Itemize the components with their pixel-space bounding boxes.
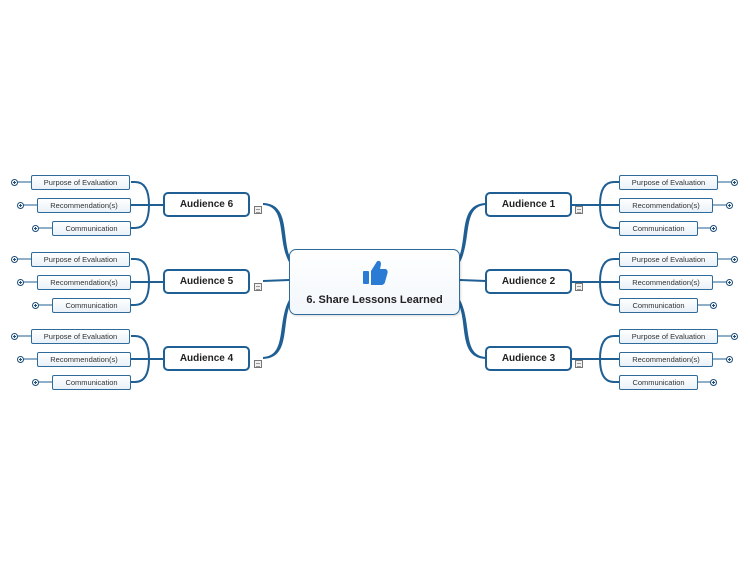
audience-5-recommendations-topic[interactable]: Recommendation(s) [37,275,131,290]
expand-handle-icon[interactable] [32,225,39,232]
expand-handle-icon[interactable] [17,202,24,209]
audience-2-communication-topic[interactable]: Communication [619,298,698,313]
expand-handle-icon[interactable] [726,279,733,286]
audience-2-recommendations-topic[interactable]: Recommendation(s) [619,275,713,290]
audience-4-purpose-topic[interactable]: Purpose of Evaluation [31,329,130,344]
audience-5-communication-topic[interactable]: Communication [52,298,131,313]
audience-2-topic[interactable]: Audience 2 [485,269,572,294]
note-icon[interactable] [575,206,583,214]
expand-handle-icon[interactable] [11,256,18,263]
note-icon[interactable] [254,206,262,214]
audience-3-purpose-topic[interactable]: Purpose of Evaluation [619,329,718,344]
central-topic-title: 6. Share Lessons Learned [306,294,443,306]
audience-2-purpose-topic[interactable]: Purpose of Evaluation [619,252,718,267]
audience-6-recommendations-topic[interactable]: Recommendation(s) [37,198,131,213]
central-topic[interactable]: 6. Share Lessons Learned [289,249,460,315]
expand-handle-icon[interactable] [726,202,733,209]
expand-handle-icon[interactable] [17,279,24,286]
audience-4-recommendations-topic[interactable]: Recommendation(s) [37,352,131,367]
note-icon[interactable] [575,283,583,291]
expand-handle-icon[interactable] [710,302,717,309]
expand-handle-icon[interactable] [17,356,24,363]
audience-1-topic[interactable]: Audience 1 [485,192,572,217]
audience-3-communication-topic[interactable]: Communication [619,375,698,390]
expand-handle-icon[interactable] [710,379,717,386]
audience-4-topic[interactable]: Audience 4 [163,346,250,371]
audience-1-purpose-topic[interactable]: Purpose of Evaluation [619,175,718,190]
audience-3-recommendations-topic[interactable]: Recommendation(s) [619,352,713,367]
expand-handle-icon[interactable] [32,379,39,386]
audience-6-communication-topic[interactable]: Communication [52,221,131,236]
expand-handle-icon[interactable] [731,256,738,263]
expand-handle-icon[interactable] [710,225,717,232]
audience-3-topic[interactable]: Audience 3 [485,346,572,371]
audience-6-purpose-topic[interactable]: Purpose of Evaluation [31,175,130,190]
audience-1-recommendations-topic[interactable]: Recommendation(s) [619,198,713,213]
expand-handle-icon[interactable] [11,333,18,340]
audience-4-communication-topic[interactable]: Communication [52,375,131,390]
note-icon[interactable] [254,283,262,291]
expand-handle-icon[interactable] [731,179,738,186]
note-icon[interactable] [254,360,262,368]
expand-handle-icon[interactable] [726,356,733,363]
audience-5-purpose-topic[interactable]: Purpose of Evaluation [31,252,130,267]
audience-6-topic[interactable]: Audience 6 [163,192,250,217]
note-icon[interactable] [575,360,583,368]
expand-handle-icon[interactable] [731,333,738,340]
thumbs-up-icon [363,260,388,285]
audience-1-communication-topic[interactable]: Communication [619,221,698,236]
expand-handle-icon[interactable] [32,302,39,309]
expand-handle-icon[interactable] [11,179,18,186]
audience-5-topic[interactable]: Audience 5 [163,269,250,294]
